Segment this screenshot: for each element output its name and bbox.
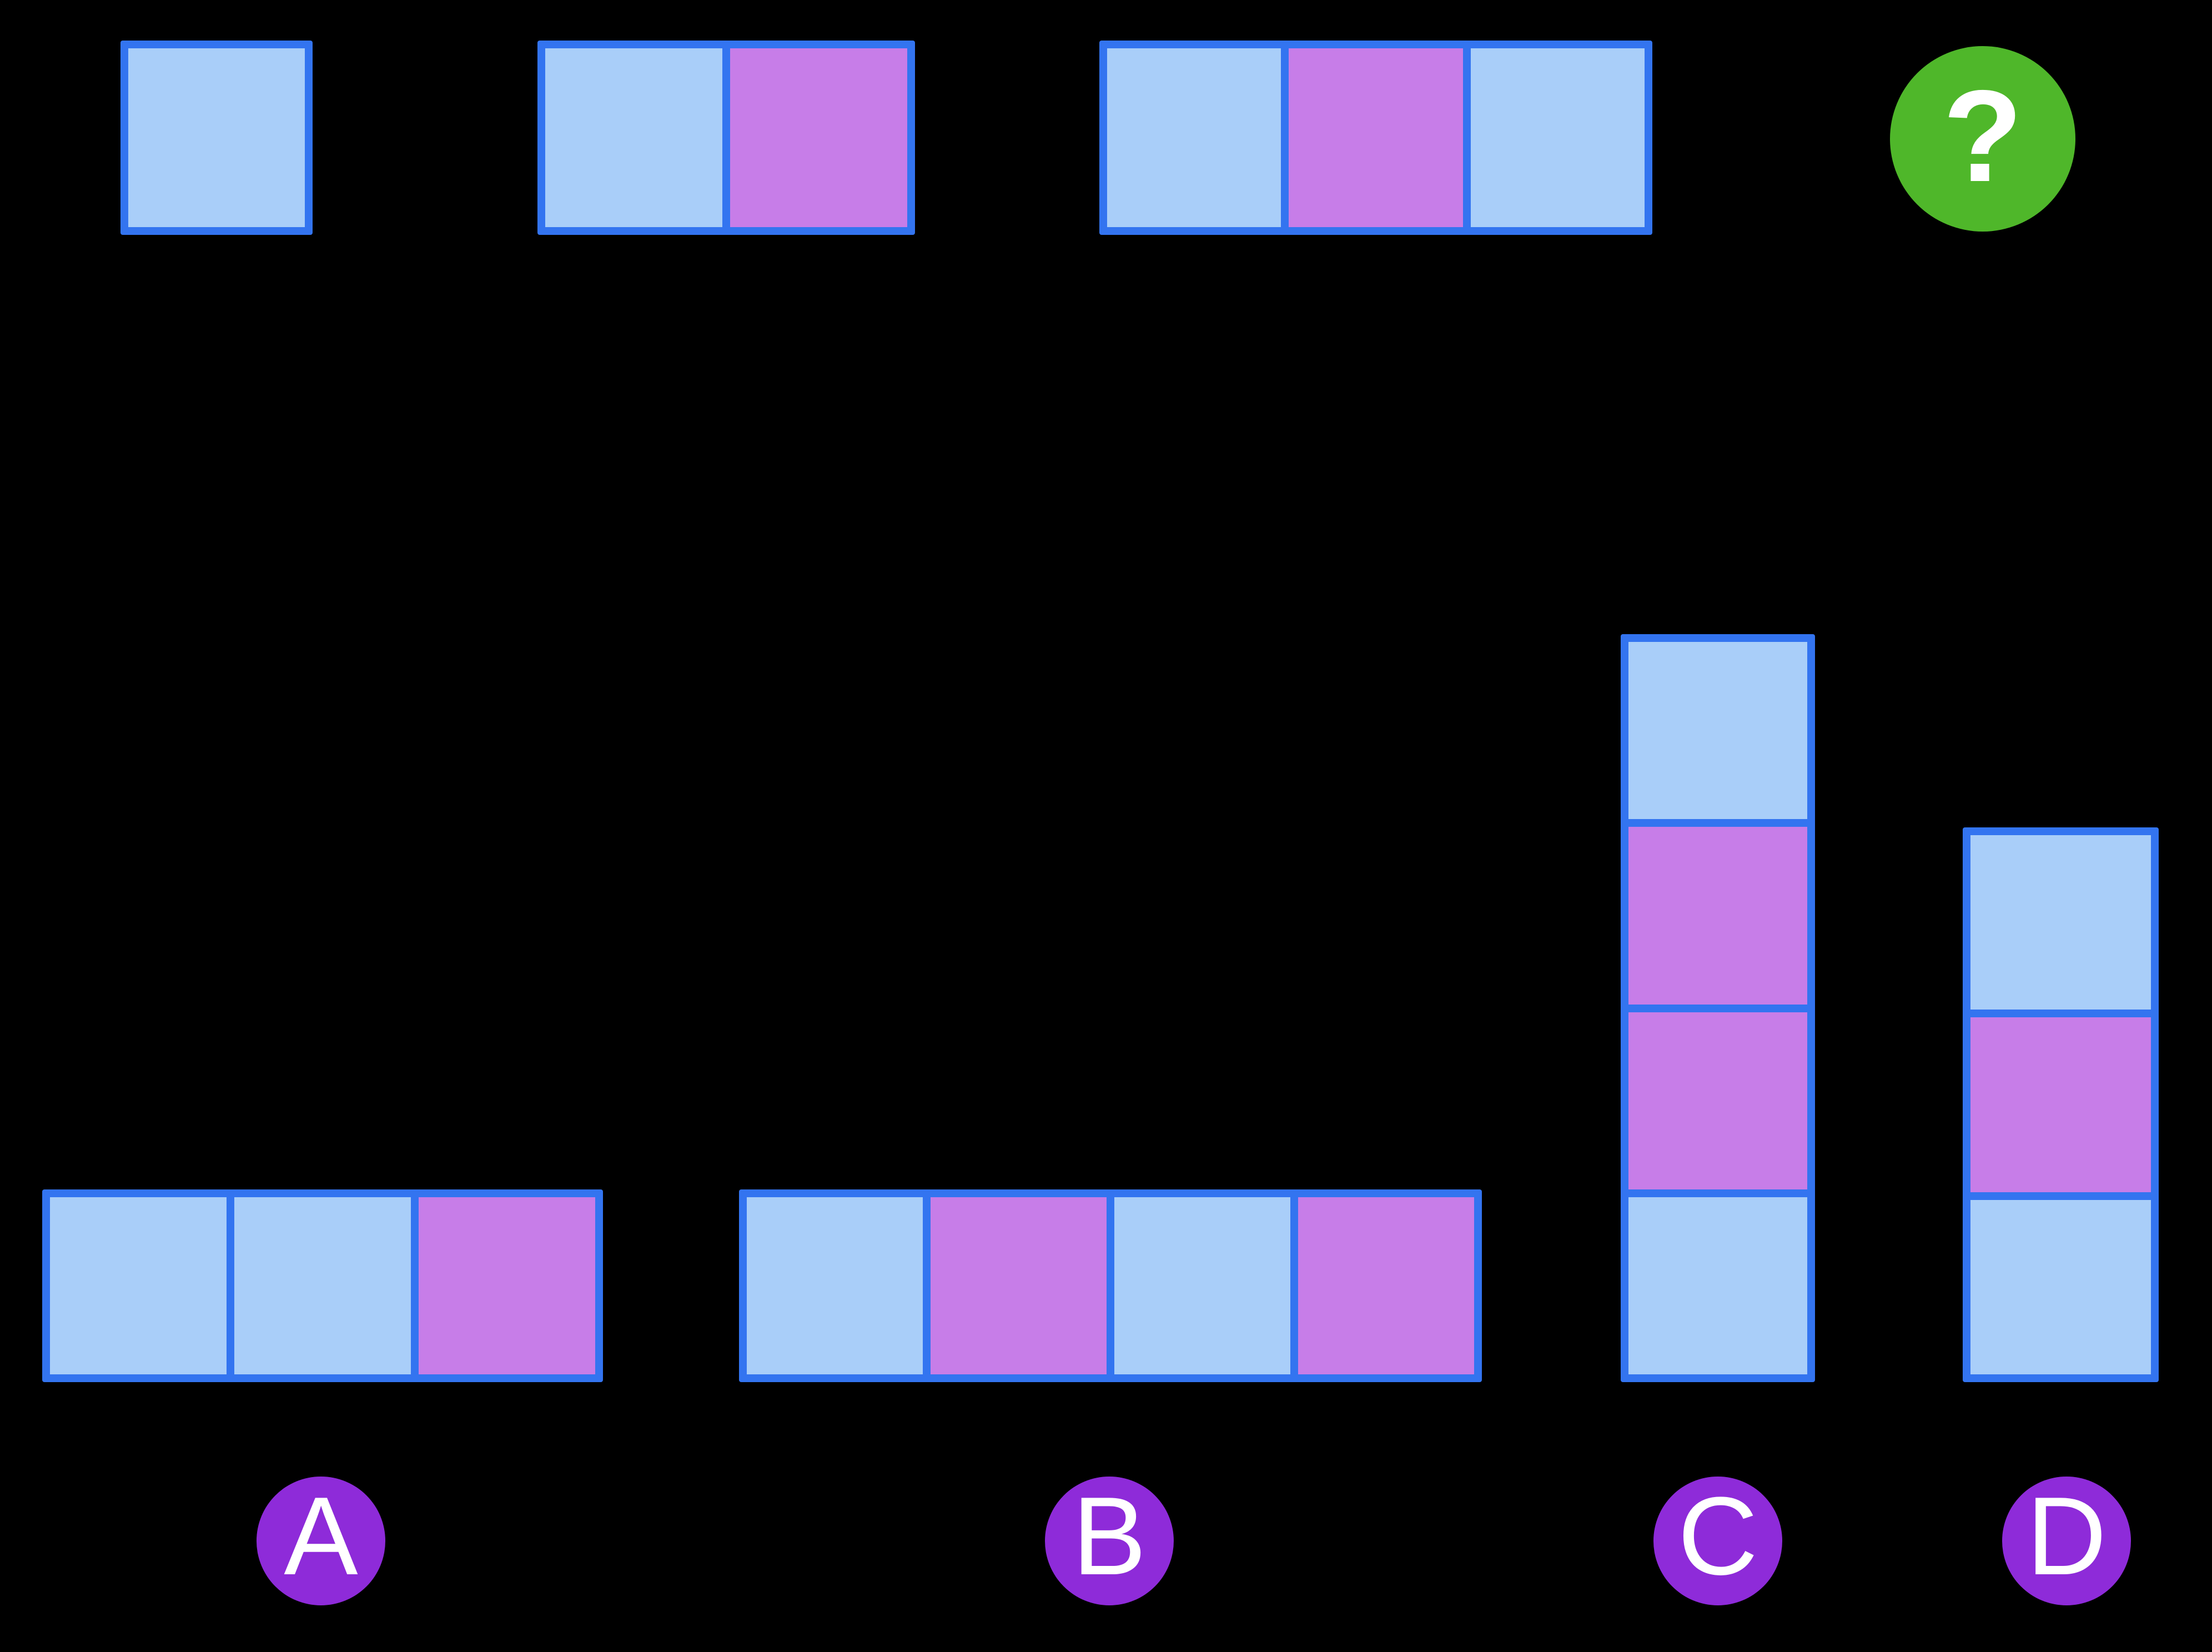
cell-purple — [730, 48, 907, 227]
cell-purple — [931, 1197, 1107, 1374]
option-c-shape[interactable] — [1621, 634, 1815, 1382]
cell-blue — [1107, 48, 1281, 227]
cell-purple — [1289, 48, 1463, 227]
option-b-shape[interactable] — [739, 1189, 1482, 1382]
cell-blue — [1970, 835, 2151, 1010]
option-a-letter: A — [284, 1474, 358, 1598]
sequence-term-3 — [1099, 41, 1652, 235]
question-mark-icon: ? — [1943, 62, 2023, 209]
cell-blue — [747, 1197, 923, 1374]
cell-purple — [1628, 1012, 1807, 1189]
option-a-button[interactable]: A — [257, 1477, 385, 1605]
cell-blue — [1114, 1197, 1290, 1374]
option-a-shape[interactable] — [42, 1189, 603, 1382]
cell-blue — [1970, 1199, 2151, 1374]
question-mark-badge: ? — [1890, 46, 2075, 232]
cell-purple — [419, 1197, 595, 1374]
option-d-button[interactable]: D — [2002, 1477, 2131, 1605]
cell-blue — [545, 48, 722, 227]
option-b-letter: B — [1072, 1474, 1147, 1598]
sequence-term-1 — [120, 41, 313, 235]
option-c-letter: C — [1677, 1474, 1758, 1598]
option-c-button[interactable]: C — [1653, 1477, 1782, 1605]
cell-blue — [1628, 1197, 1807, 1374]
cell-purple — [1970, 1017, 2151, 1192]
cell-blue — [1628, 642, 1807, 820]
cell-blue — [50, 1197, 227, 1374]
cell-blue — [1470, 48, 1645, 227]
sequence-term-2 — [537, 41, 915, 235]
option-d-shape[interactable] — [1963, 827, 2159, 1382]
cell-blue — [128, 48, 305, 227]
cell-purple — [1298, 1197, 1474, 1374]
cell-purple — [1628, 827, 1807, 1005]
option-d-letter: D — [2026, 1474, 2107, 1598]
cell-blue — [234, 1197, 411, 1374]
option-b-button[interactable]: B — [1045, 1477, 1174, 1605]
